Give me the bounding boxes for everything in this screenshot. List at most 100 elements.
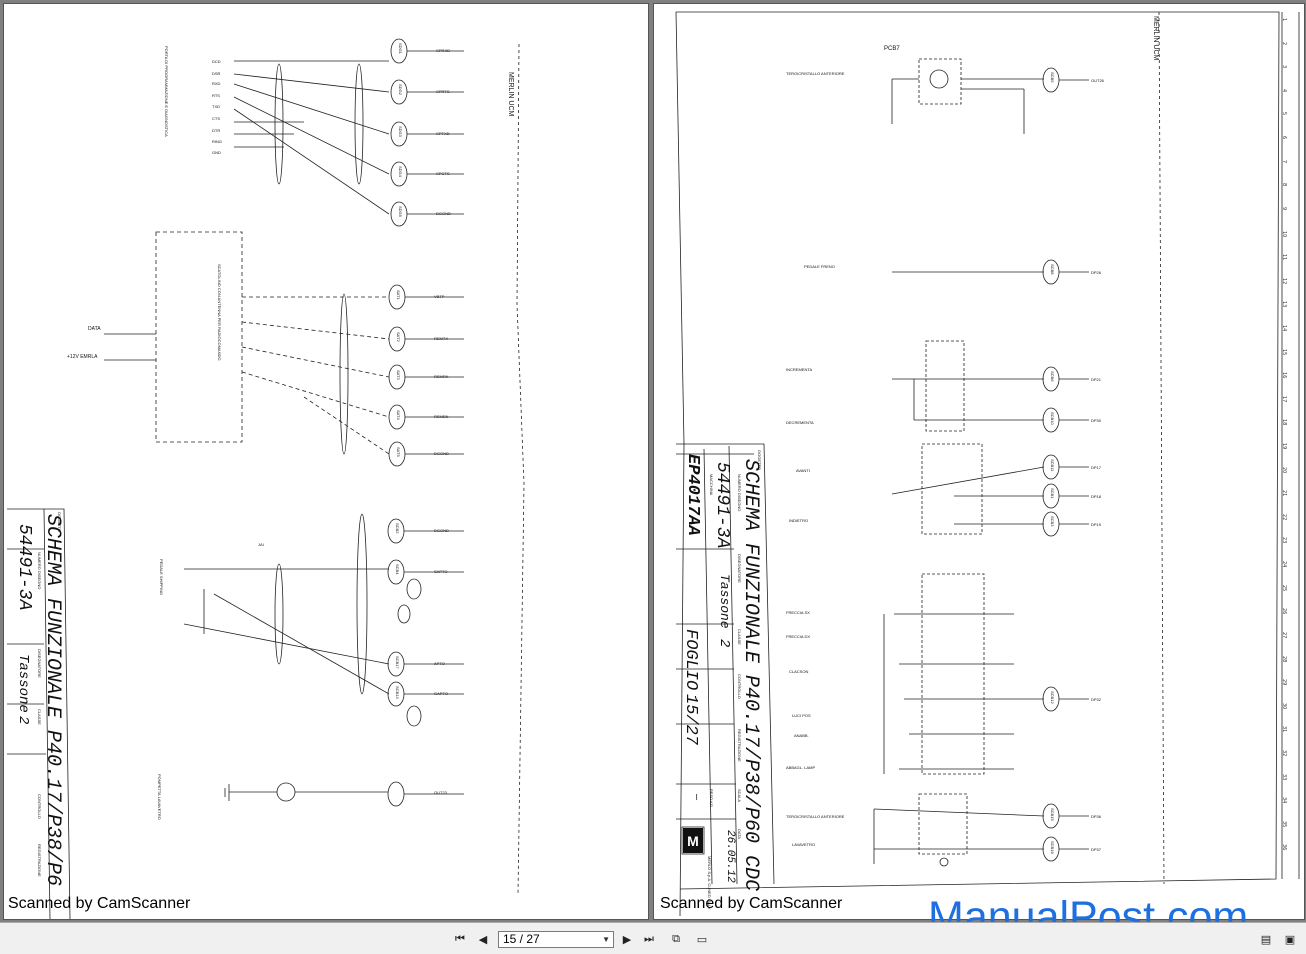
ruler-number: 10 (1281, 230, 1287, 237)
out-label: DP17 (1091, 465, 1102, 470)
ruler-number: 35 (1281, 820, 1287, 828)
connector-label: SAT5 (396, 447, 401, 457)
first-page-icon[interactable]: ⏮ (455, 932, 465, 945)
out-label: DP18 (1091, 494, 1102, 499)
right-classe-label: CLASSE (737, 629, 742, 645)
left-header-label: MERLIN UCM (507, 72, 514, 117)
decrementa-label: DECREMENTA (786, 420, 814, 425)
out-label: DP30 (1091, 418, 1102, 423)
jai-label: JAI (258, 542, 264, 547)
ruler-number: 11 (1281, 254, 1287, 261)
ruler-number: 22 (1281, 513, 1287, 521)
anabb-label: ANABB. (794, 733, 809, 738)
right-peso-label: PESO KG (709, 789, 714, 808)
ruler-number: 28 (1281, 655, 1287, 662)
connector-label: SCB2 (395, 523, 400, 534)
left-disegnatore-label: DISEGNATORE (37, 649, 42, 678)
connector-label: SDG2 (398, 84, 403, 95)
connector-label: SDG1 (398, 43, 403, 54)
connector-label: SAT4 (396, 410, 401, 420)
out23-label: OUT23 (434, 790, 447, 795)
left-classe-label: CLASSE (37, 709, 42, 725)
ruler-number: 31 (1281, 726, 1287, 733)
ruler-number: 8 (1281, 183, 1287, 187)
chevron-down-icon: ▼ (602, 935, 610, 944)
out-label: DP36 (1091, 814, 1102, 819)
left-designer: Tassone (15, 654, 31, 713)
incrementa-label: INCREMENTA (786, 367, 813, 372)
right-date: 26.05.12 (724, 830, 736, 883)
ruler-number: 4 (1281, 88, 1287, 93)
ruler-number: 9 (1281, 206, 1287, 211)
right-numero-label: NUMERO DISEGNO (737, 474, 742, 512)
connector-label: SAT1 (396, 290, 401, 300)
pin-label: DGGND (434, 528, 449, 533)
out-label: DP32 (1091, 697, 1102, 702)
out-label: DP26 (1091, 270, 1102, 275)
right-page: MERLIN UCM PCB7 TERGICRISTALLO ANTERIORE… (653, 3, 1305, 920)
pin-label: SAPTO (434, 569, 448, 574)
ruler-number: 29 (1281, 679, 1287, 686)
signal-label: DTR (212, 128, 221, 133)
pcb-label: PCB7 (884, 46, 900, 52)
connector-label: SCB4 (395, 564, 400, 575)
right-machine: EP4017AA (683, 454, 702, 536)
signal-label: DSR (212, 71, 221, 76)
connector-label: SCB10 (1050, 412, 1055, 425)
left-title: SCHEMA FUNZIONALE P40.17/P38/P6 (41, 514, 64, 887)
pin-label: CPCTS (436, 171, 450, 176)
right-macchina-label: MACCHINA (709, 474, 714, 496)
right-data-label: DATA (737, 829, 742, 840)
freccia-sx-label: FRECCIA SX (786, 610, 810, 615)
left-page: MERLIN UCM PORTA DI PROGRAMMAZIONE E DIA… (3, 3, 649, 920)
ruler-number: 2 (1281, 41, 1287, 45)
out-label: DP37 (1091, 847, 1102, 852)
tergi-ant-label: TERGICRISTALLO ANTERIORE (786, 814, 845, 819)
page-indicator: 15 / 27 (503, 932, 540, 946)
left-drawing-number: 54491-3A (14, 524, 34, 611)
prev-page-icon[interactable]: ◀ (478, 932, 488, 946)
ruler-number: 1 (1281, 18, 1287, 22)
right-dash: — (690, 794, 701, 801)
ruler-number: 21 (1281, 490, 1287, 497)
left-classe: 2 (15, 716, 31, 725)
left-controllo-label: CONTROLLO (37, 794, 42, 819)
abbagl-label: ABBAGL. LAMP (786, 765, 816, 770)
clacson-label: CLACSON (789, 669, 809, 674)
connector-label: SAT2 (396, 332, 401, 342)
connector-label: SAT3 (396, 370, 401, 380)
right-oggetto-label: OGGETTO (757, 450, 762, 470)
right-sheet: 15/27 (681, 694, 700, 746)
right-designer: Tassone (717, 574, 732, 629)
ruler-number: 16 (1281, 372, 1287, 379)
next-page-icon[interactable]: ▶ (622, 932, 632, 946)
out-label: OUT26 (1091, 78, 1104, 83)
ruler-number: 36 (1281, 844, 1287, 851)
last-page-icon[interactable]: ⏭ (644, 932, 654, 945)
page-select[interactable]: 15 / 27 ▼ (498, 931, 614, 948)
viewer-toolbar: ⏮ ◀ 15 / 27 ▼ ▶ ⏭ ⧉ ▭ ▤ ▣ (0, 922, 1306, 954)
connector-label: SCB5 (1050, 72, 1055, 83)
ruler-number: 25 (1281, 584, 1287, 592)
left-schematic (7, 38, 525, 919)
indietro-label: INDIETRO (789, 518, 809, 523)
pedale-label: PEDALE SHIPPING (159, 559, 164, 596)
signal-label: CTS (212, 116, 220, 121)
ruler-number: 17 (1281, 395, 1287, 403)
ruler-number: 6 (1281, 136, 1287, 140)
pin-label: CPTXD (436, 131, 450, 136)
right-drawing-number: 54491-3A (712, 462, 732, 549)
right-disegnatore-label: DISEGNATORE (737, 554, 742, 583)
connector-label: SCB1 (1050, 488, 1055, 499)
ruler-number: 26 (1281, 608, 1287, 615)
fit-page-icon[interactable]: ⧉ (672, 932, 680, 945)
lavavetro-label: LAVAVETRO (792, 842, 816, 847)
print-icon[interactable]: ▤ (1260, 932, 1272, 946)
pompa-label: POMPETTA LAVAVETRO (157, 774, 162, 820)
ruler-number: 34 (1281, 797, 1287, 804)
connector-label: SDG5 (398, 206, 403, 217)
right-controllo-label: CONTROLLO (737, 674, 742, 699)
fit-width-icon[interactable]: ▭ (696, 932, 708, 946)
port-label: PORTA DI PROGRAMMAZIONE E DIAGNOSTICA (164, 46, 169, 137)
tools-icon[interactable]: ▣ (1284, 932, 1296, 946)
